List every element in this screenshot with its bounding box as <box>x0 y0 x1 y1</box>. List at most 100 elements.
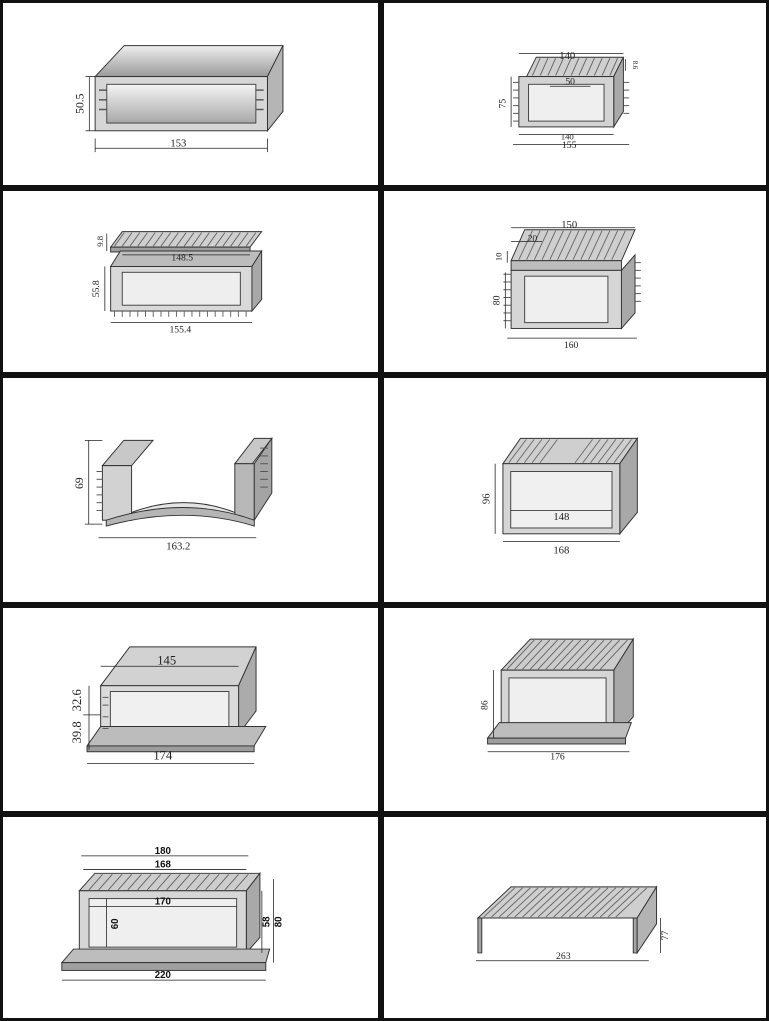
dim-width: 153 <box>170 138 186 149</box>
dim-lid-height: 10 <box>493 252 503 261</box>
dim-height: 86 <box>480 700 491 710</box>
body-opening <box>121 271 241 306</box>
dim-inner-height: 60 <box>110 918 121 929</box>
rail-lines <box>99 89 264 111</box>
dim-height: 96 <box>480 493 492 504</box>
dim-top-inner: 168 <box>155 859 172 870</box>
panel-enclosure-7: 145 32.6 39.8 174 <box>0 605 381 814</box>
dim-lines <box>104 233 252 324</box>
body-side <box>251 249 263 313</box>
dim-bottom-inner: 140 <box>561 131 575 141</box>
enclosure-4-drawing: 150 20 10 80 160 <box>492 220 641 351</box>
dim-inner: 50 <box>565 76 575 87</box>
dim-top: 140 <box>559 51 575 62</box>
dim-full-height: 80 <box>273 916 284 927</box>
panel-enclosure-9: 180 168 170 60 58 80 220 <box>0 814 381 1021</box>
dim-top: 145 <box>157 653 176 667</box>
front-opening <box>510 471 613 529</box>
top-fins <box>531 57 619 76</box>
lid-fins <box>114 232 257 247</box>
dim-width: 176 <box>550 752 565 763</box>
top-fins <box>506 639 628 670</box>
dim-top: 150 <box>561 220 577 231</box>
top-surface <box>502 437 639 465</box>
top-surface <box>476 886 658 919</box>
dim-width: 163.2 <box>166 540 190 552</box>
enclosure-9-drawing: 180 168 170 60 58 80 220 <box>60 846 284 981</box>
dim-height: 80 <box>492 295 503 305</box>
side-rails <box>102 696 109 729</box>
side-fins <box>513 81 630 122</box>
dim-mid-height: 58 <box>262 916 273 927</box>
dim-bottom: 155 <box>562 140 577 151</box>
dim-width: 160 <box>564 340 579 351</box>
dim-lines <box>510 52 630 145</box>
panel-enclosure-6: 96 148 168 <box>381 375 769 605</box>
dim-lid-width: 148.5 <box>171 253 193 264</box>
dim-height: 77 <box>660 930 671 940</box>
panel-enclosure-5: 69 163.2 <box>0 375 381 605</box>
base-flange <box>487 737 626 745</box>
panel-enclosure-2: 140 50 75 140 155 8.6 <box>381 0 769 188</box>
base-fins <box>114 311 247 317</box>
dim-fin: 8.6 <box>631 61 638 70</box>
body-side <box>620 253 636 330</box>
dim-top: 180 <box>155 846 171 857</box>
dim-upper-height: 32.6 <box>70 689 84 711</box>
dim-lines <box>61 855 274 981</box>
base-flange-top <box>486 722 633 739</box>
enclosure-5-drawing: 69 163.2 <box>73 436 273 552</box>
top-fins <box>508 439 632 464</box>
panel-enclosure-3: 9.8 148.5 55.8 155.4 <box>0 188 381 375</box>
dim-width: 220 <box>155 970 171 981</box>
left-wall <box>477 917 483 954</box>
enclosure-8-drawing: 86 176 <box>480 637 635 763</box>
body-opening <box>524 275 609 324</box>
enclosure-2-drawing: 140 50 75 140 155 8.6 <box>497 51 638 151</box>
right-wall <box>632 917 638 954</box>
panel-enclosure-10: 77 263 <box>381 814 769 1021</box>
dim-lines <box>487 670 630 753</box>
dim-lines <box>85 76 268 153</box>
enclosure-7-drawing: 145 32.6 39.8 174 <box>70 646 267 764</box>
front-opening <box>106 83 257 124</box>
dim-width: 174 <box>153 749 173 763</box>
dim-inner: 170 <box>155 896 171 907</box>
left-wall-top <box>101 439 155 467</box>
base-flange-top <box>86 726 267 747</box>
base-flange <box>61 962 267 971</box>
top-fins <box>483 887 648 918</box>
dim-inner: 20 <box>528 233 538 244</box>
top-fins <box>88 873 249 891</box>
dim-inner: 148 <box>553 511 569 523</box>
enclosure-3-drawing: 9.8 148.5 55.8 155.4 <box>91 231 263 335</box>
dim-lid-height: 9.8 <box>95 235 105 247</box>
side-surface <box>636 885 658 955</box>
dim-width: 263 <box>556 951 571 962</box>
dim-height: 55.8 <box>91 280 102 297</box>
wall-fins <box>96 447 268 511</box>
front-opening <box>528 83 605 122</box>
dim-width: 155.4 <box>169 324 191 335</box>
top-surface <box>94 45 284 78</box>
right-wall <box>234 463 255 521</box>
dim-width: 168 <box>553 544 569 556</box>
dim-lines <box>504 227 637 339</box>
dim-lines <box>84 439 257 539</box>
enclosure-1-drawing: 50.5 153 <box>74 45 284 153</box>
enclosure-6-drawing: 96 148 168 <box>480 436 639 556</box>
dim-height: 50.5 <box>74 93 87 114</box>
base-flange-top <box>60 948 271 964</box>
enclosure-10-drawing: 77 263 <box>475 885 671 962</box>
dim-height: 75 <box>497 99 508 109</box>
base-flange <box>86 745 255 753</box>
dim-lines <box>475 917 661 962</box>
panel-enclosure-4: 150 20 10 80 160 <box>381 188 769 375</box>
panel-enclosure-1: 50.5 153 <box>0 0 381 188</box>
body-rim <box>510 260 622 271</box>
panel-enclosure-8: 86 176 <box>381 605 769 814</box>
dim-height: 69 <box>73 477 86 489</box>
side-fins <box>503 262 641 322</box>
